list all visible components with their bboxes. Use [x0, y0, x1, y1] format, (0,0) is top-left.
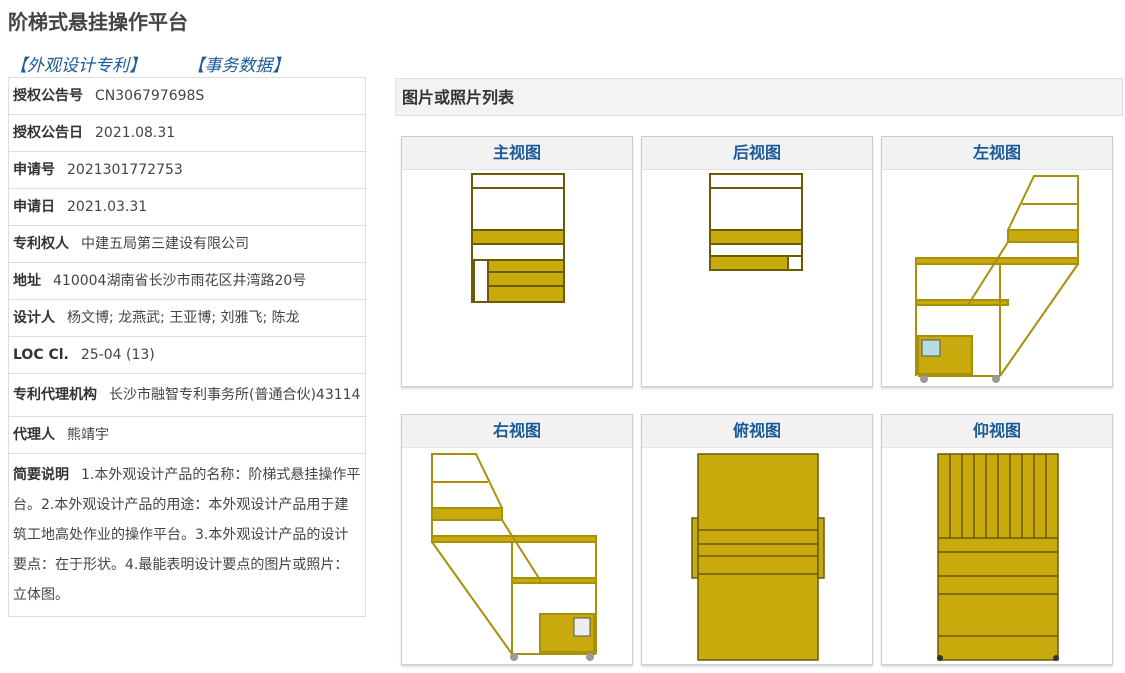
- info-value: 2021.08.31: [95, 125, 176, 141]
- right-view-caption: 右视图: [402, 415, 632, 448]
- info-value: 1.本外观设计产品的名称：阶梯式悬挂操作平台。2.本外观设计产品的用途：本外观设…: [13, 467, 361, 603]
- info-label: 申请号: [13, 162, 55, 178]
- info-label: 专利代理机构: [13, 387, 97, 403]
- patent-info-table: 授权公告号 CN306797698S 授权公告日 2021.08.31 申请号 202…: [8, 77, 366, 617]
- info-row: 代理人熊靖宇: [8, 416, 366, 454]
- nav-links: 【外观设计专利】 【事务数据】: [10, 51, 325, 76]
- design-patent-link[interactable]: 【外观设计专利】: [10, 56, 146, 76]
- bottom-view-card[interactable]: 仰视图: [881, 414, 1113, 665]
- info-row: 地址 410004湖南省长沙市雨花区井湾路20号: [8, 262, 366, 300]
- left-view-caption: 左视图: [882, 137, 1112, 170]
- info-row: 申请日 2021.03.31: [8, 188, 366, 226]
- info-value: 2021301772753: [67, 162, 183, 178]
- info-value: 杨文博; 龙燕武; 王亚博; 刘雅飞; 陈龙: [67, 310, 300, 326]
- left-view-image: [915, 175, 1079, 383]
- right-view-card[interactable]: 右视图: [401, 414, 633, 665]
- info-label: LOC Cl.: [13, 347, 69, 363]
- rear-view-card[interactable]: 后视图: [641, 136, 873, 387]
- bottom-view-image: [937, 453, 1059, 661]
- rear-view-caption: 后视图: [642, 137, 872, 170]
- info-row: 专利权人中建五局第三建设有限公司: [8, 225, 366, 263]
- info-value: CN306797698S: [95, 88, 205, 104]
- info-value: 410004湖南省长沙市雨花区井湾路20号: [53, 273, 307, 289]
- info-row: 授权公告日 2021.08.31: [8, 114, 366, 152]
- top-view-card[interactable]: 俯视图: [641, 414, 873, 665]
- top-view-image: [691, 453, 825, 661]
- page-title: 阶梯式悬挂操作平台: [8, 10, 188, 34]
- left-view-card[interactable]: 左视图: [881, 136, 1113, 387]
- front-view-caption: 主视图: [402, 137, 632, 170]
- info-row: 授权公告号 CN306797698S: [8, 77, 366, 115]
- info-row: 申请号 2021301772753: [8, 151, 366, 189]
- info-label: 申请日: [13, 199, 55, 215]
- top-view-caption: 俯视图: [642, 415, 872, 448]
- info-value: 25-04 (13): [80, 347, 155, 363]
- right-view-image: [431, 453, 597, 661]
- info-value: 2021.03.31: [67, 199, 148, 215]
- info-label: 地址: [13, 273, 41, 289]
- info-row: 专利代理机构长沙市融智专利事务所(普通合伙)43114: [8, 373, 366, 417]
- info-label: 设计人: [13, 310, 55, 326]
- info-value: 中建五局第三建设有限公司: [81, 236, 249, 252]
- info-row: 设计人杨文博; 龙燕武; 王亚博; 刘雅飞; 陈龙: [8, 299, 366, 337]
- info-row: LOC Cl. 25-04 (13): [8, 336, 366, 374]
- bottom-view-caption: 仰视图: [882, 415, 1112, 448]
- front-view-card[interactable]: 主视图: [401, 136, 633, 387]
- front-view-image: [471, 173, 565, 303]
- gallery-heading: 图片或照片列表: [395, 78, 1123, 116]
- rear-view-image: [709, 173, 803, 271]
- info-label: 专利权人: [13, 236, 69, 252]
- transaction-data-link[interactable]: 【事务数据】: [187, 56, 290, 76]
- info-label: 简要说明: [13, 467, 69, 483]
- info-label: 代理人: [13, 427, 55, 443]
- info-value: 熊靖宇: [67, 427, 109, 443]
- info-value: 长沙市融智专利事务所(普通合伙)43114: [109, 387, 361, 403]
- info-label: 授权公告号: [13, 88, 83, 104]
- info-label: 授权公告日: [13, 125, 83, 141]
